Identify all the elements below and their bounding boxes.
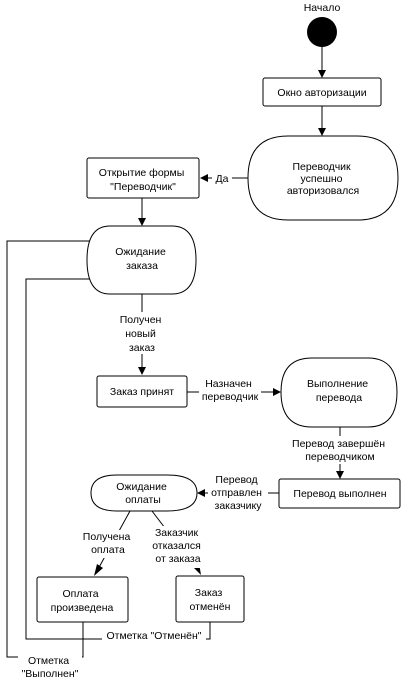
line: авторизовался	[287, 185, 359, 197]
line: переводчик	[202, 391, 259, 403]
line: Отметка	[28, 655, 69, 667]
line: перевода	[316, 392, 362, 404]
line: отменён	[190, 601, 231, 613]
label-bg	[212, 172, 232, 184]
arrowhead	[318, 128, 326, 136]
node-auth-window-label: Окно авторизации	[277, 87, 366, 99]
label-bg	[150, 526, 206, 568]
line: Ожидание	[115, 246, 166, 258]
edge-label-refused: Заказчик отказался от заказа	[152, 527, 204, 565]
start-node	[307, 17, 337, 47]
node-doing-translation	[280, 357, 398, 428]
start-label: Начало	[304, 2, 341, 14]
node-open-form-label: Открытие формы "Переводчик"	[99, 167, 187, 193]
label-bg	[18, 652, 82, 682]
line: Заказ	[195, 587, 223, 599]
node-auth-check-label: Переводчик успешно авторизовался	[287, 161, 359, 197]
arrowhead	[94, 564, 103, 576]
edge-cancelled-to-wait	[25, 278, 211, 640]
label-bg	[118, 312, 166, 354]
node-translation-done	[278, 478, 401, 509]
edge-label-mark-done: Отметка "Выполнен"	[22, 655, 79, 680]
arrowhead	[197, 489, 205, 497]
node-order-accepted-label: Заказ принят	[110, 386, 174, 398]
line: отправлен	[211, 487, 262, 499]
arrowhead	[138, 218, 146, 226]
line: оплаты	[125, 494, 161, 506]
line: Получен	[120, 314, 162, 326]
line: заказчику	[215, 500, 263, 512]
label-bg	[84, 530, 132, 558]
node-order-cancelled	[175, 575, 245, 623]
node-auth-window	[262, 77, 382, 107]
edge-label-sent: Перевод отправлен заказчику	[211, 474, 265, 512]
line: "Выполнен"	[22, 668, 79, 680]
line: "Переводчик"	[110, 181, 176, 193]
line: переводчиком	[305, 451, 375, 463]
edge-label-finished: Перевод завершён переводчиком	[292, 438, 388, 463]
arrowhead	[336, 471, 344, 479]
arrowhead	[138, 367, 146, 375]
line: успешно	[301, 173, 343, 185]
line: Выполнение	[307, 378, 368, 390]
arrowhead	[318, 70, 326, 78]
line: новый	[125, 328, 156, 340]
edge-label-mark-cancelled: Отметка "Отменён"	[106, 630, 201, 642]
line: Перевод завершён	[292, 438, 385, 450]
node-open-form	[86, 157, 200, 199]
node-wait-order	[86, 225, 197, 295]
line: Ожидание	[116, 481, 167, 493]
node-wait-order-label: Ожидание заказа	[115, 246, 168, 272]
node-translation-done-label: Перевод выполнен	[293, 488, 386, 500]
edge-paid-to-wait	[6, 240, 104, 658]
node-payment-done	[36, 576, 129, 623]
line: Назначен	[205, 378, 252, 390]
label-bg	[208, 473, 268, 513]
node-wait-payment-label: Ожидание оплаты	[116, 481, 169, 506]
line: оплата	[91, 544, 125, 556]
node-auth-check	[247, 135, 399, 221]
line: заказа	[126, 260, 158, 272]
edge-label-new-order: Получен новый заказ	[120, 314, 165, 354]
line: Открытие формы	[99, 167, 184, 179]
label-bg	[287, 436, 393, 464]
label-bg	[199, 376, 261, 404]
node-doing-translation-label: Выполнение перевода	[307, 378, 371, 404]
node-payment-done-label: Оплата произведена	[51, 588, 114, 614]
line: отказался	[152, 540, 201, 552]
node-order-cancelled-label: Заказ отменён	[190, 587, 231, 613]
edge-label-assigned: Назначен переводчик	[202, 378, 259, 403]
node-order-accepted	[96, 375, 188, 408]
line: Переводчик	[292, 161, 351, 173]
node-wait-payment	[90, 474, 198, 512]
line: Оплата	[62, 588, 98, 600]
line: Перевод	[215, 474, 257, 486]
edge-label-yes: Да	[216, 173, 229, 185]
line: Заказчик	[155, 527, 199, 539]
label-bg	[102, 628, 206, 642]
arrowhead	[273, 388, 281, 396]
line: Получена	[83, 531, 131, 543]
line: от заказа	[155, 553, 200, 565]
edge-label-paid: Получена оплата	[83, 531, 133, 556]
arrowhead	[200, 174, 208, 182]
line: заказ	[129, 342, 155, 354]
line: произведена	[51, 602, 114, 614]
